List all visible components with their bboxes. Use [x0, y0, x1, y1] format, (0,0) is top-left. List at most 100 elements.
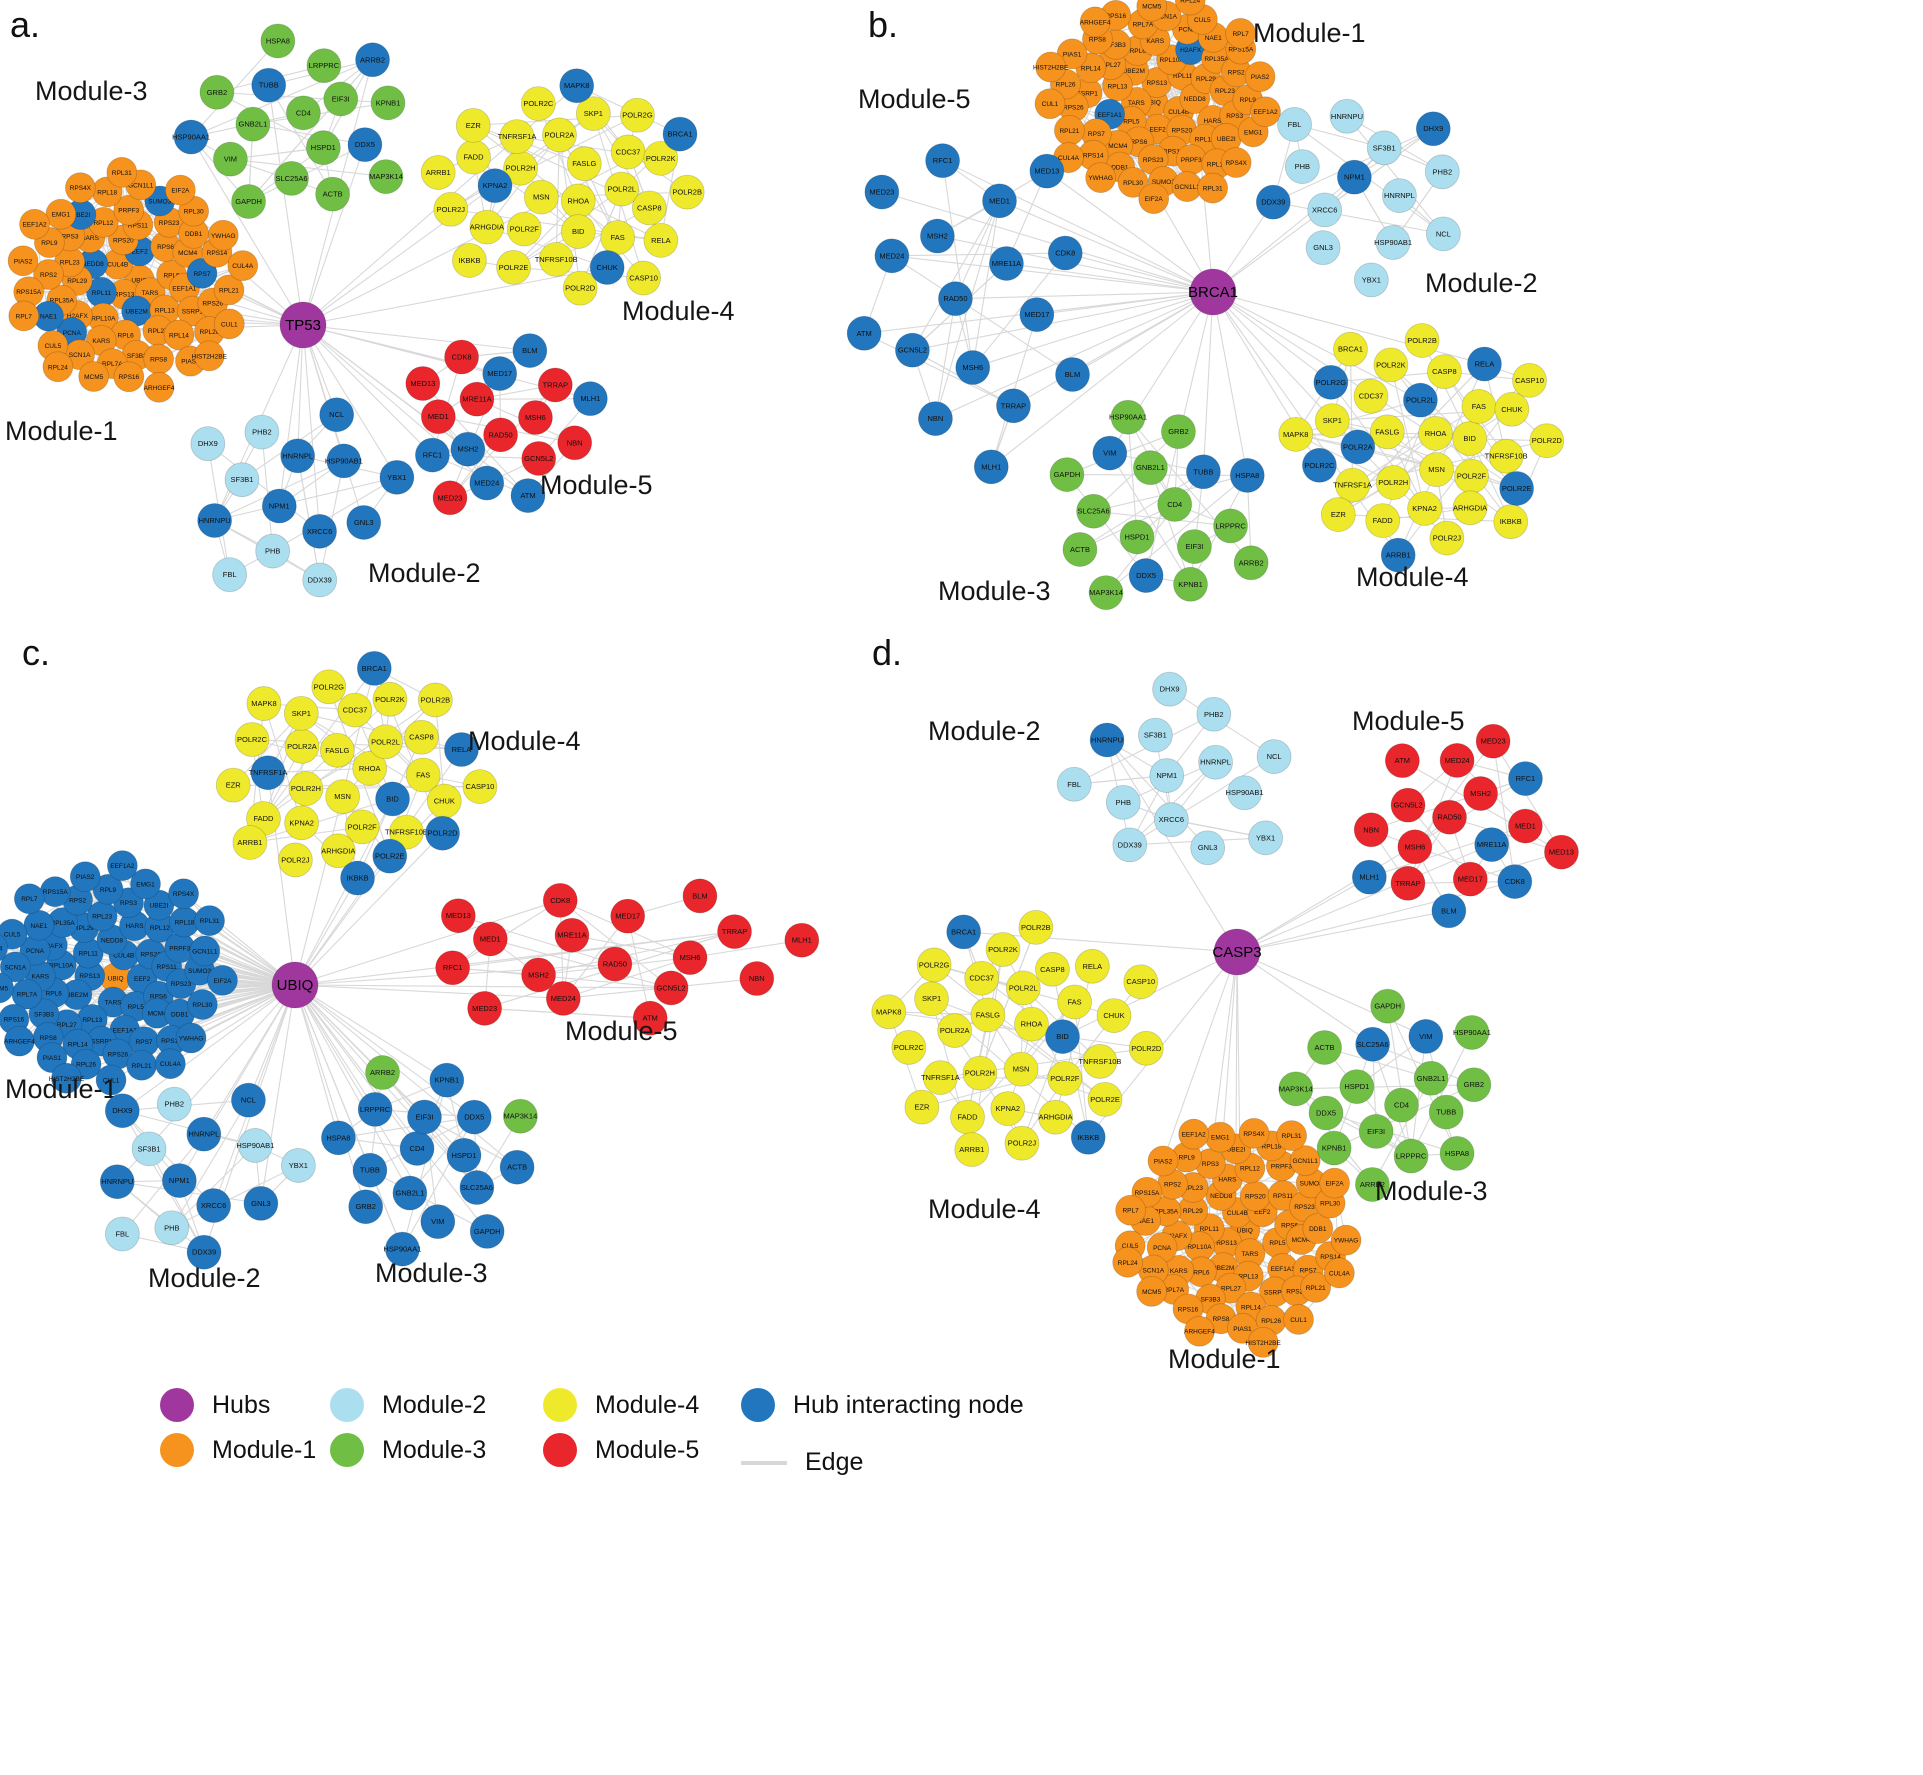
node-fas	[1461, 389, 1497, 424]
node-blm	[682, 878, 718, 914]
module-label: Module-5	[1352, 706, 1465, 736]
node-nbn	[1353, 812, 1389, 848]
node-mapk8	[246, 686, 282, 721]
node-rpl7	[1115, 1194, 1147, 1226]
node-rhoa	[352, 750, 388, 786]
node-chuk	[589, 250, 625, 285]
node-kpnb1	[370, 85, 406, 121]
node-ybx1	[1353, 262, 1389, 298]
node-xrcc6	[1307, 192, 1343, 228]
node-atm	[632, 1000, 668, 1036]
node-ddb1	[1302, 1213, 1334, 1244]
node-rps4x	[1238, 1117, 1270, 1149]
node-chuk	[1096, 998, 1132, 1034]
node-kpna2	[1407, 491, 1442, 526]
node-pias2	[69, 861, 101, 893]
node-tnfrsf1a	[922, 1060, 958, 1096]
node-tubb	[1428, 1094, 1464, 1130]
node-hnrnpu	[1089, 722, 1125, 758]
node-rfc1	[435, 950, 471, 986]
node-grb2	[199, 74, 235, 110]
node-rela	[444, 732, 479, 767]
node-trrap	[1390, 865, 1426, 901]
node-msh2	[1463, 776, 1499, 811]
node-rpl21	[213, 274, 245, 306]
node-cul4a	[1323, 1257, 1355, 1289]
nodes-layer: NPM1HNRNPLXRCC6SF3B1HSP90AB1PHBPHB2GNL3H…	[871, 671, 1579, 1374]
node-eef1a2	[19, 208, 50, 240]
node-polr2k	[985, 932, 1021, 967]
node-cdc37	[610, 134, 646, 170]
node-arhgdia	[1452, 490, 1488, 526]
node-arhgef4	[1184, 1315, 1215, 1347]
node-med24	[874, 238, 910, 274]
node-rhoa	[1418, 415, 1453, 451]
hub-label: UBIQ	[277, 977, 314, 994]
node-ncl	[231, 1082, 266, 1118]
node-ddx39	[1112, 827, 1148, 863]
module-label: Module-5	[858, 84, 971, 114]
node-msh2	[521, 957, 556, 993]
node-rpl21	[1054, 114, 1085, 146]
node-bid	[560, 214, 596, 249]
node-brca1	[946, 914, 982, 950]
node-rps16	[113, 361, 145, 393]
node-actb	[499, 1149, 535, 1185]
node-hsp90aa1	[1110, 399, 1146, 435]
node-dhx9	[1415, 111, 1451, 147]
node-hspd1	[305, 130, 341, 166]
node-eif2a	[207, 964, 238, 996]
node-fbl	[1056, 766, 1092, 802]
node-dhx9	[1152, 671, 1188, 707]
node-msh2	[919, 218, 955, 254]
module-label: Module-1	[1168, 1344, 1281, 1374]
node-hsp90aa1	[385, 1231, 420, 1267]
node-pias2	[7, 245, 39, 277]
node-polr2d	[562, 270, 598, 306]
node-slc25a6	[459, 1170, 495, 1205]
node-med24	[545, 980, 581, 1016]
node-map3k14	[502, 1098, 538, 1134]
node-mre11a	[1474, 827, 1510, 863]
node-polr2f	[1047, 1060, 1083, 1096]
node-rpl21	[126, 1049, 158, 1081]
node-rps4x	[1220, 147, 1252, 178]
node-mapk8	[559, 68, 595, 104]
node-arrb2	[1233, 545, 1269, 581]
node-ddx5	[456, 1099, 492, 1135]
node-polr2d	[425, 815, 460, 851]
node-med13	[440, 898, 476, 934]
node-hnrnpu	[197, 503, 233, 538]
node-casp8	[404, 719, 439, 755]
node-ywhag	[175, 1022, 207, 1054]
node-mcm5	[0, 972, 14, 1004]
node-eef1a2	[106, 850, 138, 881]
node-rps2	[33, 259, 64, 290]
node-skp1	[283, 695, 319, 731]
hub-label: BRCA1	[1188, 284, 1238, 301]
node-prpf3	[113, 194, 145, 226]
node-actb	[1062, 532, 1098, 567]
module-label: Module-3	[375, 1258, 488, 1288]
node-eif3i	[407, 1099, 442, 1135]
node-polr2b	[417, 682, 453, 718]
node-casp8	[1427, 354, 1462, 390]
node-fadd	[456, 139, 491, 175]
node-arhgdia	[1038, 1099, 1073, 1135]
node-hsp90aa1	[1454, 1015, 1490, 1050]
node-msn	[1003, 1051, 1039, 1087]
node-npm1	[261, 488, 297, 524]
node-cul4a	[154, 1048, 186, 1080]
node-polr2f	[506, 211, 542, 247]
module-label: Module-3	[938, 576, 1051, 606]
node-mre11a	[554, 917, 590, 953]
node-polr2a	[1340, 429, 1376, 465]
node-slc25a6	[1076, 493, 1111, 529]
node-cul1	[95, 1064, 127, 1096]
node-gnb2l1	[392, 1175, 428, 1211]
node-ezr	[215, 767, 251, 803]
node-gcn5l2	[521, 441, 557, 476]
node-actb	[1307, 1030, 1342, 1065]
node-mcm5	[1136, 0, 1168, 22]
node-arhgef4	[143, 371, 175, 403]
